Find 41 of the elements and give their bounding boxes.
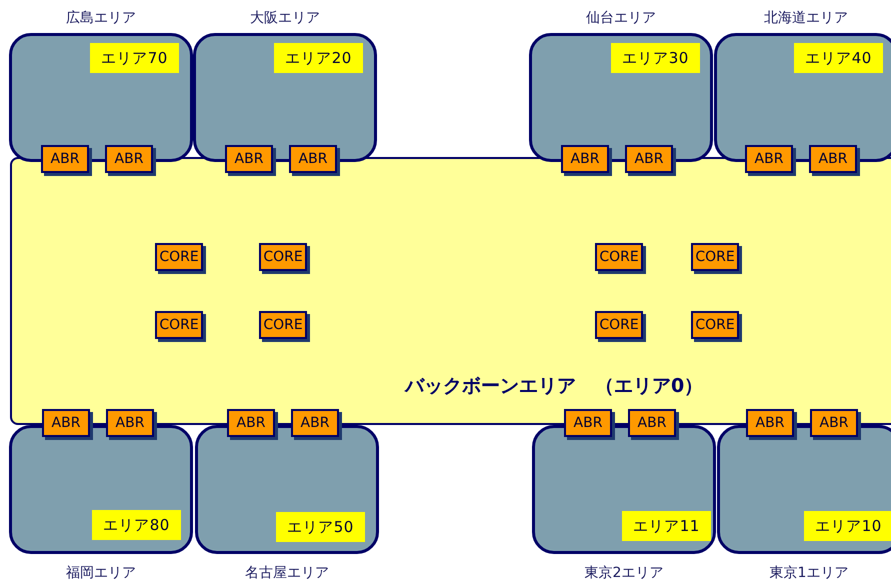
area-name: 名古屋エリア — [244, 564, 330, 582]
area-title: バックボーンエリア （エリア0） — [405, 374, 704, 399]
core-router: CORE — [155, 311, 203, 339]
core-router: CORE — [595, 311, 643, 339]
area-number-label: エリア40 — [794, 43, 883, 73]
area-name: 広島エリア — [65, 9, 137, 27]
core-router: CORE — [691, 243, 739, 271]
area-name: 福岡エリア — [65, 564, 137, 582]
abr-router: ABR — [291, 409, 339, 437]
area-number-label: エリア80 — [92, 510, 181, 540]
area-number-label: エリア50 — [276, 512, 365, 542]
abr-router: ABR — [561, 145, 609, 173]
abr-router: ABR — [42, 409, 90, 437]
abr-router: ABR — [225, 145, 273, 173]
area-name: 仙台エリア — [585, 9, 657, 27]
core-router: CORE — [155, 243, 203, 271]
abr-router: ABR — [810, 409, 858, 437]
area-number-label: エリア70 — [90, 43, 179, 73]
abr-router: ABR — [105, 145, 153, 173]
core-router: CORE — [259, 311, 307, 339]
abr-router: ABR — [746, 409, 794, 437]
abr-router: ABR — [106, 409, 154, 437]
abr-router: ABR — [289, 145, 337, 173]
area-number-label: エリア10 — [804, 511, 891, 541]
area-name: 東京1エリア — [768, 564, 850, 582]
area-number-label: エリア20 — [274, 43, 363, 73]
area-name: 東京2エリア — [584, 564, 664, 582]
abr-router: ABR — [809, 145, 857, 173]
abr-router: ABR — [745, 145, 793, 173]
abr-router: ABR — [625, 145, 673, 173]
core-router: CORE — [595, 243, 643, 271]
core-router: CORE — [259, 243, 307, 271]
abr-router: ABR — [41, 145, 89, 173]
area-number-label: エリア30 — [611, 43, 700, 73]
area-number-label: エリア11 — [622, 511, 711, 541]
area-name: 北海道エリア — [763, 9, 849, 27]
abr-router: ABR — [628, 409, 676, 437]
abr-router: ABR — [564, 409, 612, 437]
abr-router: ABR — [227, 409, 275, 437]
area-name: 大阪エリア — [249, 9, 321, 27]
core-router: CORE — [691, 311, 739, 339]
